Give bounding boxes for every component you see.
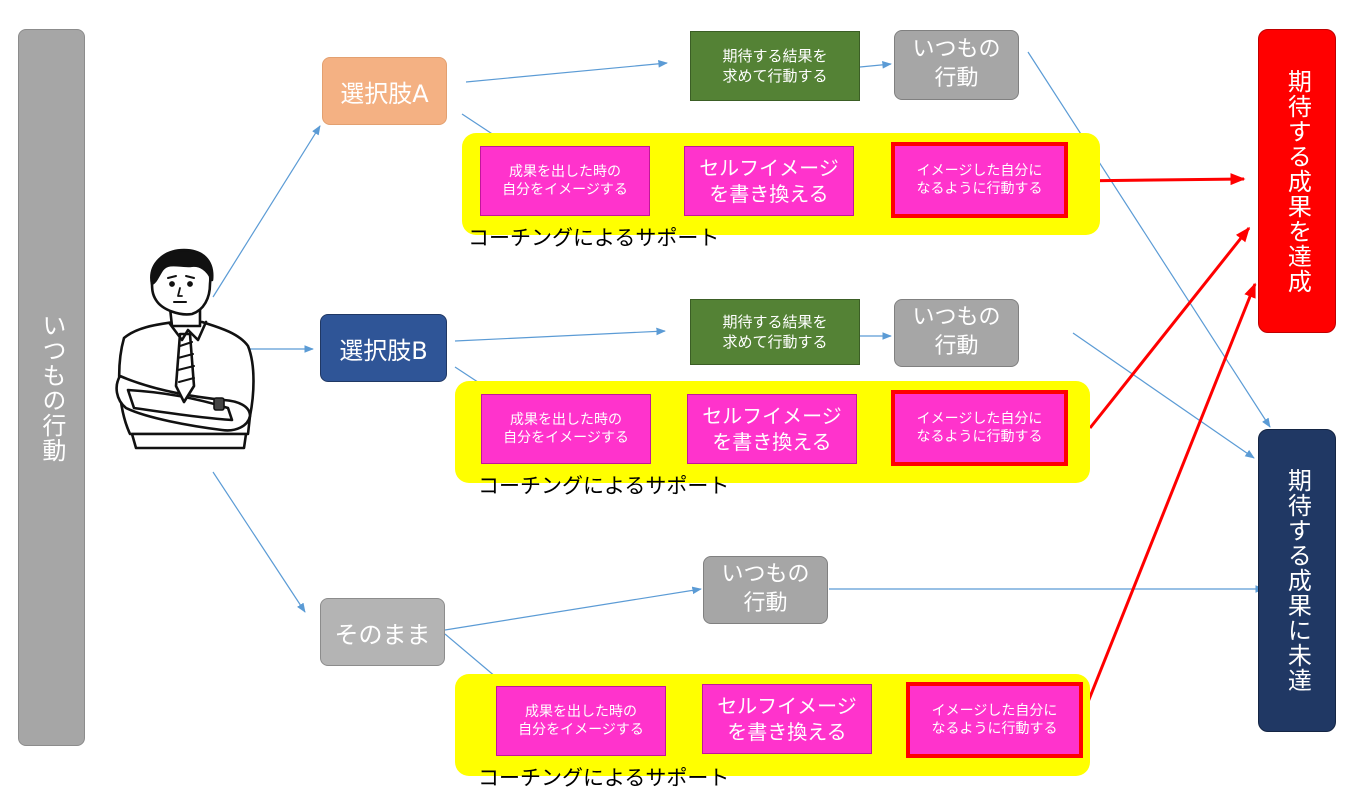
success-arrow-b: [1088, 226, 1251, 429]
connector-routine-b-to-fail: [1072, 332, 1255, 459]
coaching-step1-b: 成果を出した時の 自分をイメージする: [481, 394, 651, 464]
connector-man-to-c: [212, 471, 306, 613]
connector-routine-a-to-fail: [1027, 51, 1271, 428]
choice-c-label: そのまま: [334, 620, 431, 649]
choice-b-label: 選択肢B: [339, 336, 428, 365]
expected-action-box-b: 期待する結果を 求めて行動する: [690, 299, 860, 365]
coaching-label-c: コーチングによるサポート: [478, 766, 730, 790]
routine-label-b: いつもの 行動: [912, 305, 1001, 359]
success-arrow-c: [1082, 282, 1257, 713]
choice-a-box: 選択肢A: [322, 57, 447, 125]
coaching-step1-label-b: 成果を出した時の 自分をイメージする: [503, 411, 629, 446]
expected-action-label-b: 期待する結果を 求めて行動する: [722, 312, 828, 351]
connector-man-to-a: [212, 125, 321, 298]
thinking-man-illustration: [115, 248, 255, 450]
left-bar-label: いつもの行動: [37, 312, 66, 463]
choice-b-box: 選択肢B: [320, 314, 447, 382]
coaching-step3-label-c: イメージした自分に なるように行動する: [931, 702, 1058, 737]
connector-green-to-routine-a: [859, 61, 892, 69]
coaching-step3-b: イメージした自分に なるように行動する: [891, 390, 1068, 466]
coaching-step1-a: 成果を出した時の 自分をイメージする: [480, 146, 650, 216]
coaching-step3-label-a: イメージした自分に なるように行動する: [916, 162, 1043, 197]
expected-action-label-a: 期待する結果を 求めて行動する: [722, 46, 828, 85]
choice-a-label: 選択肢A: [340, 79, 429, 108]
coaching-label-a: コーチングによるサポート: [468, 226, 720, 250]
connector-c-to-routine: [444, 586, 702, 631]
choice-c-box: そのまま: [320, 598, 445, 666]
outcome-not-achieved-box: 期待する成果に未達: [1258, 429, 1336, 732]
coaching-step2-c: セルフイメージ を書き換える: [702, 684, 872, 754]
connector-a-to-green: [465, 59, 668, 83]
success-arrow-a: [1071, 173, 1246, 186]
outcome-achieved-box: 期待する成果を達成: [1258, 29, 1336, 333]
left-bar-routine: いつもの行動: [18, 29, 85, 746]
connector-b-to-green: [454, 327, 666, 342]
expected-action-box-a: 期待する結果を 求めて行動する: [690, 31, 860, 101]
coaching-step2-b: セルフイメージ を書き換える: [687, 394, 857, 464]
coaching-step3-c: イメージした自分に なるように行動する: [906, 682, 1083, 758]
routine-box-a: いつもの 行動: [894, 30, 1019, 100]
coaching-step2-label-b: セルフイメージ を書き換える: [702, 404, 842, 454]
coaching-step2-label-a: セルフイメージ を書き換える: [699, 156, 839, 206]
coaching-step1-label-c: 成果を出した時の 自分をイメージする: [518, 703, 644, 738]
outcome-achieved-label: 期待する成果を達成: [1283, 68, 1312, 294]
coaching-step1-c: 成果を出した時の 自分をイメージする: [496, 686, 666, 756]
routine-box-b: いつもの 行動: [894, 299, 1019, 367]
routine-label-a: いつもの 行動: [912, 37, 1001, 91]
coaching-step1-label-a: 成果を出した時の 自分をイメージする: [502, 163, 628, 198]
outcome-not-achieved-label: 期待する成果に未達: [1283, 468, 1312, 693]
coaching-step3-label-b: イメージした自分に なるように行動する: [916, 410, 1043, 445]
routine-box-c: いつもの 行動: [703, 556, 828, 624]
coaching-step2-label-c: セルフイメージ を書き換える: [717, 694, 857, 744]
coaching-label-b: コーチングによるサポート: [478, 474, 730, 498]
coaching-step3-a: イメージした自分に なるように行動する: [891, 142, 1068, 218]
routine-label-c: いつもの 行動: [721, 562, 810, 616]
coaching-step2-a: セルフイメージ を書き換える: [684, 146, 854, 216]
